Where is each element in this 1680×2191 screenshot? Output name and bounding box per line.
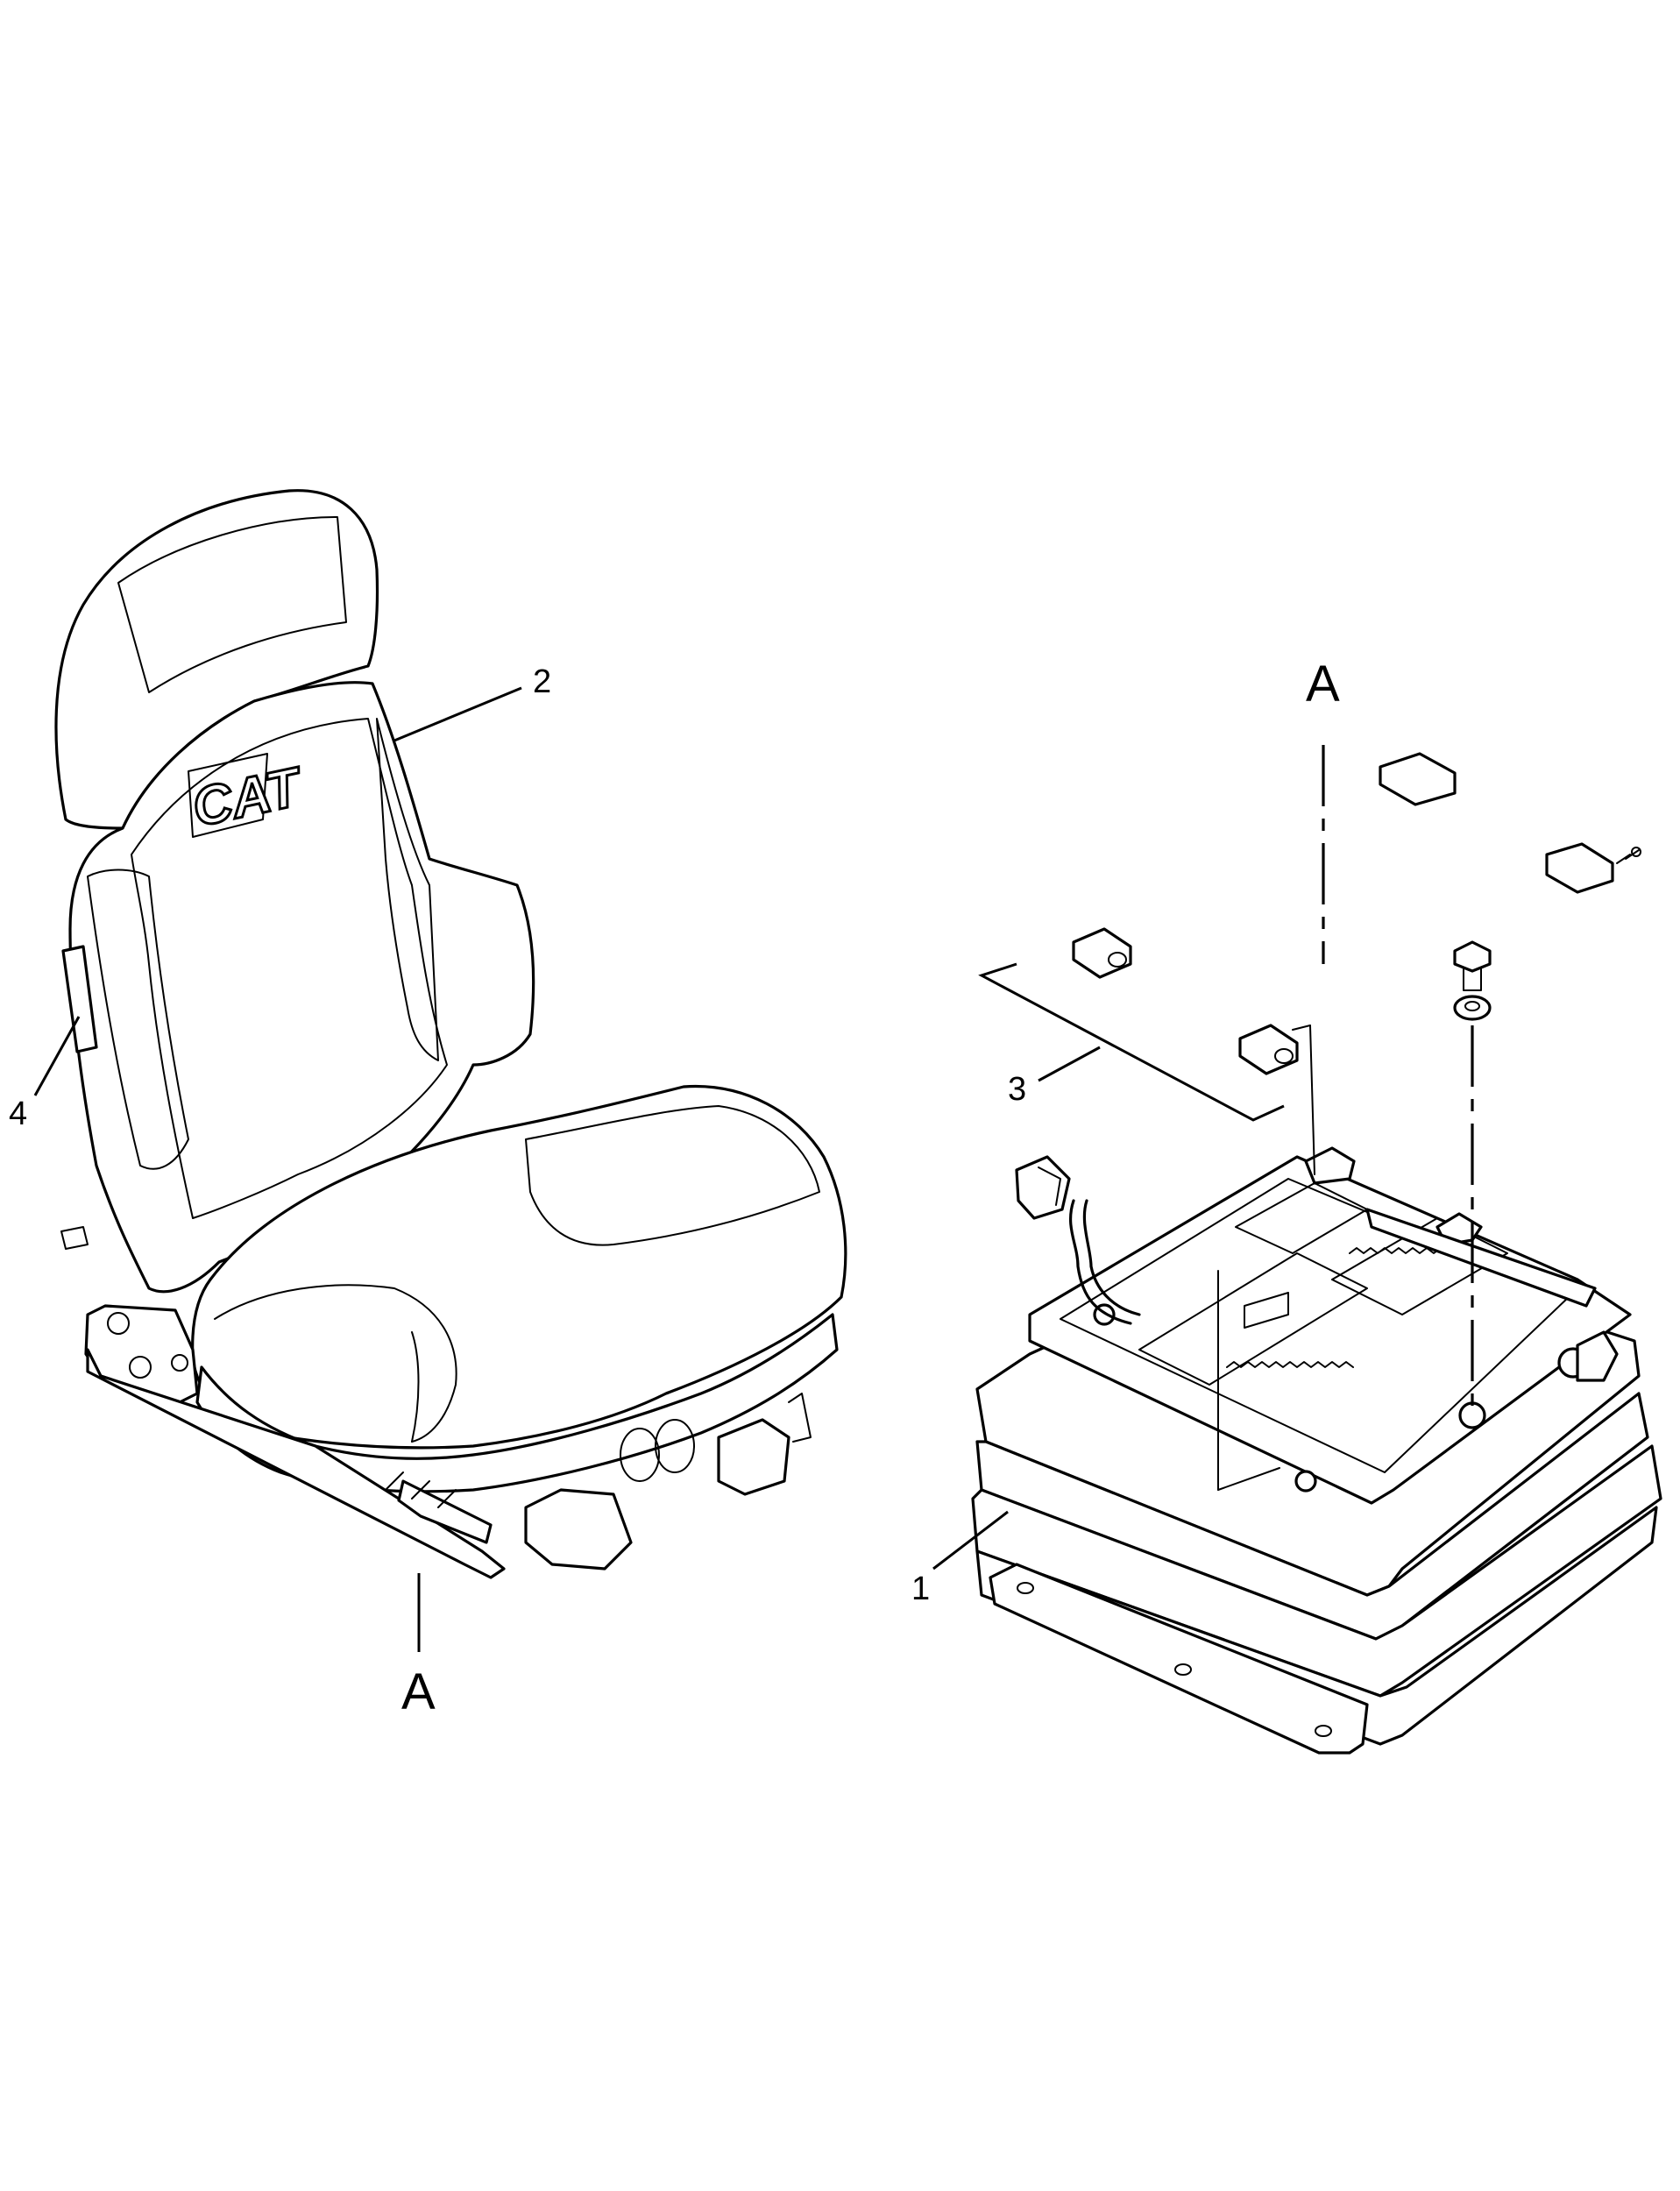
callout-2: 2: [533, 663, 551, 700]
reference-a-right: A: [1306, 656, 1340, 713]
mounting-hardware-drawing: [1072, 752, 1641, 1075]
callout-3: 3: [1008, 1071, 1026, 1108]
callout-4: 4: [9, 1096, 27, 1132]
suspension-base-drawing: [971, 1146, 1662, 1755]
callout-1: 1: [911, 1571, 930, 1607]
leader-lines: [33, 686, 1285, 1652]
operator-seat-drawing: CAT: [54, 489, 847, 1579]
reference-a-left: A: [401, 1663, 436, 1720]
assembly-centerlines: [1217, 745, 1474, 1491]
